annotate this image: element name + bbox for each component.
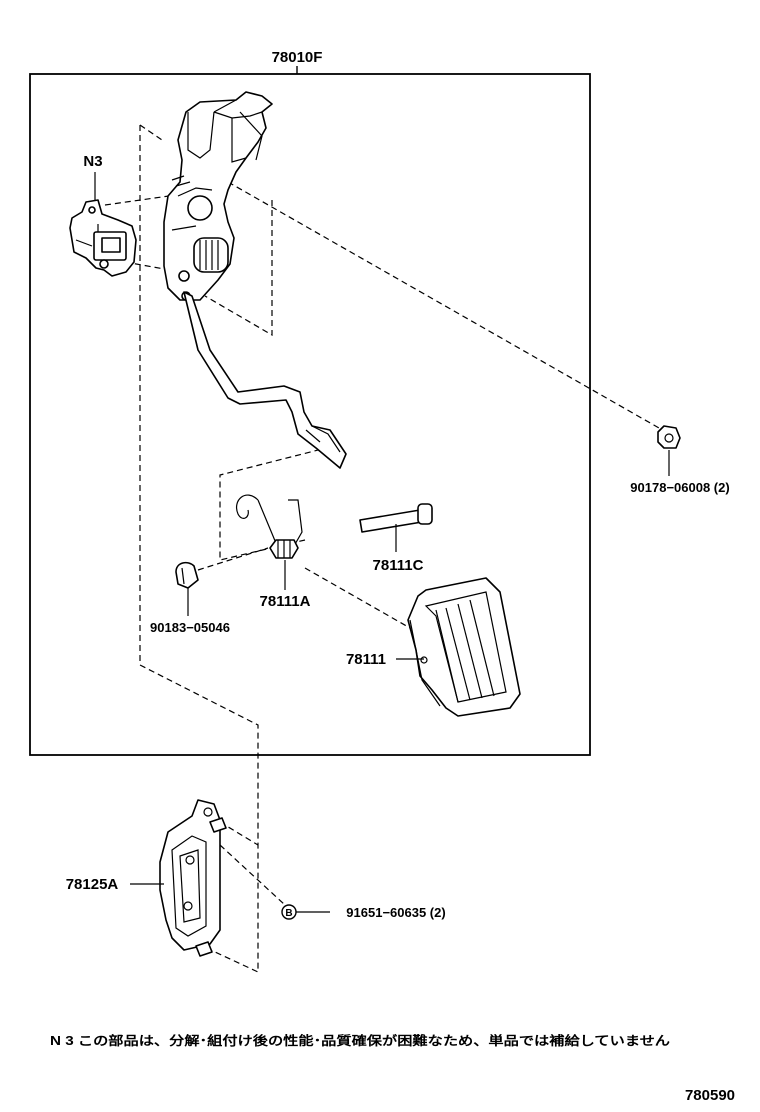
- diagram-code: 780590: [685, 1087, 735, 1104]
- pin-label: 78111C: [373, 557, 424, 574]
- clip-label: 90183−05046: [150, 620, 230, 635]
- pedal-pad: [407, 577, 521, 717]
- bolt-label: 91651−60635 (2): [346, 905, 445, 920]
- n3-label: N3: [83, 153, 102, 170]
- bolt-marker: B: [285, 908, 292, 919]
- pedal-lever: [183, 291, 347, 469]
- dashed-guides: [104, 124, 667, 973]
- return-spring: [236, 494, 303, 559]
- bracket-label: 78125A: [66, 876, 119, 893]
- nut: [657, 425, 681, 449]
- pivot-pin: [359, 503, 433, 533]
- mounting-bracket: [159, 799, 227, 957]
- spring-label: 78111A: [260, 593, 311, 610]
- assembly-label: 78010F: [272, 49, 323, 66]
- footnote: N 3 この部品は、分解･組付け後の性能･品質確保が困難なため、単品では補給して…: [50, 1033, 671, 1048]
- nut-label: 90178−06008 (2): [630, 480, 729, 495]
- assembly-frame: [29, 73, 591, 756]
- pad-label: 78111: [346, 651, 386, 668]
- clip: [175, 561, 199, 589]
- pedal-bracket-assembly: [163, 91, 273, 301]
- sensor-n3: [69, 199, 137, 277]
